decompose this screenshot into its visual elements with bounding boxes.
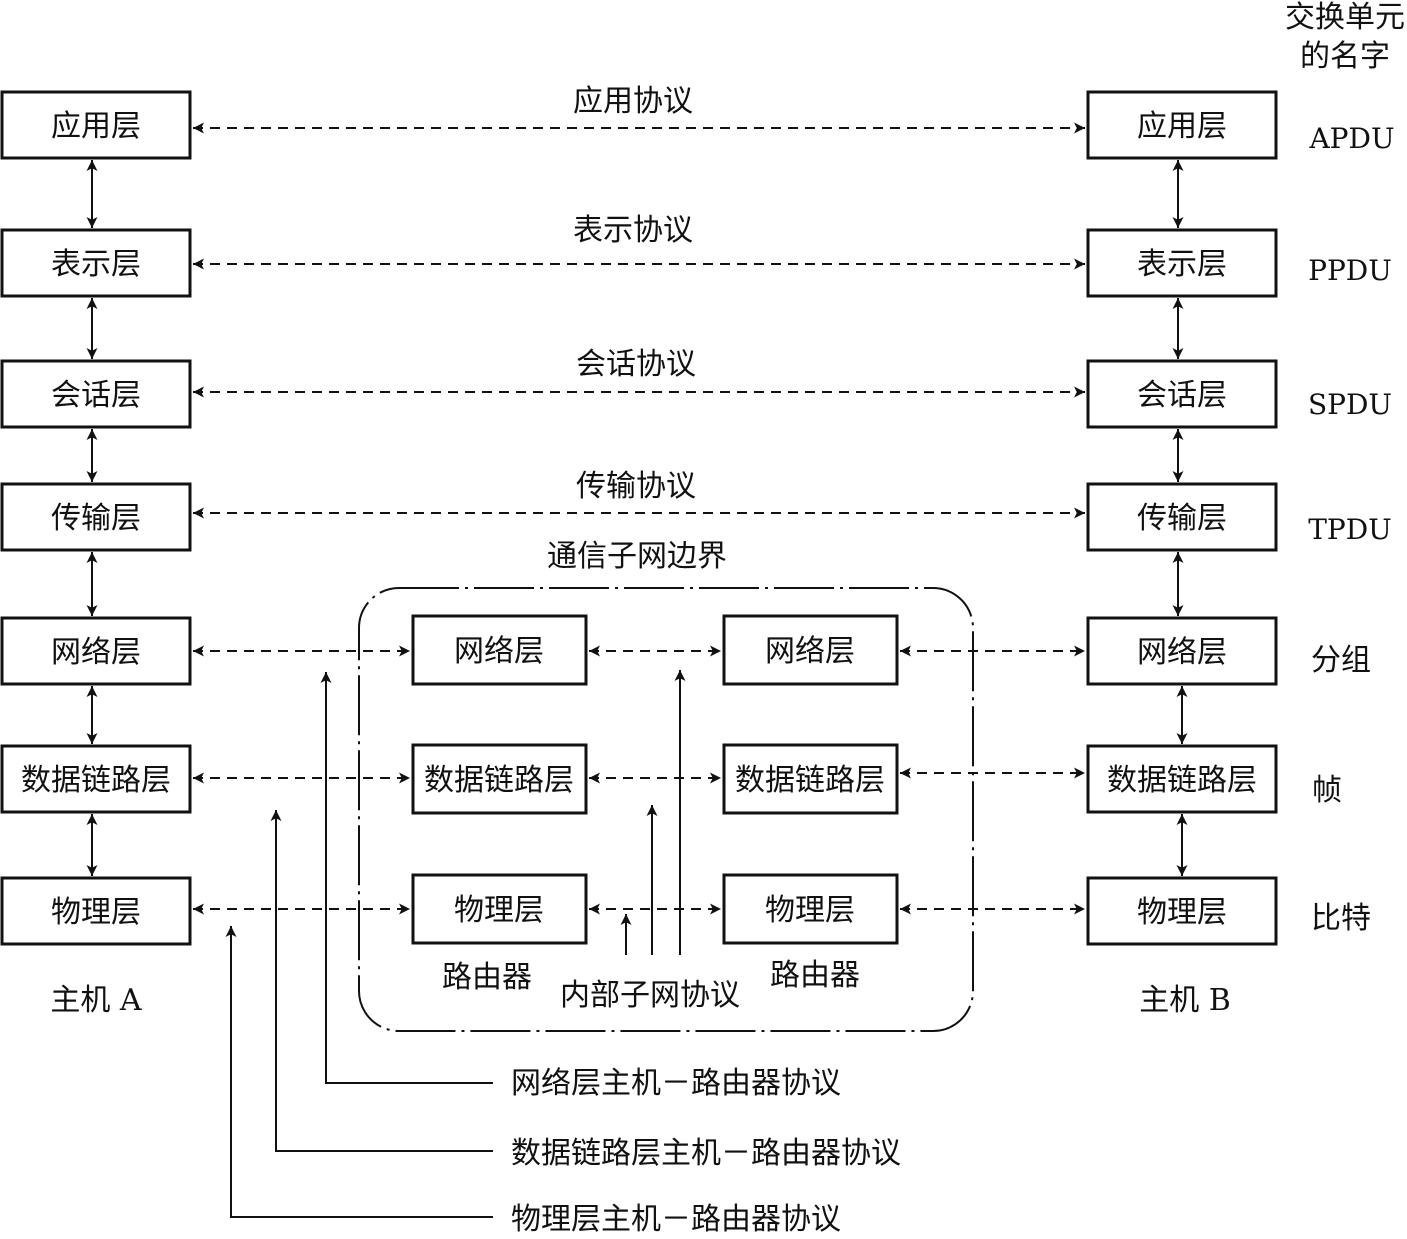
physical-host-router-leader	[225, 926, 493, 1218]
host-a-application-label: 应用层	[51, 109, 141, 144]
datalink-host-router-leader	[270, 810, 493, 1152]
subnet-boundary-title: 通信子网边界	[547, 539, 727, 574]
physical-host-router-protocol-label: 物理层主机－路由器协议	[511, 1202, 841, 1234]
router-2-datalink-label: 数据链路层	[735, 763, 885, 798]
host-b-vertical-arrows	[1172, 160, 1188, 876]
host-a-presentation-label: 表示层	[51, 247, 141, 282]
session-protocol-label: 会话协议	[576, 347, 696, 382]
host-b-network-label: 网络层	[1137, 635, 1227, 670]
host-a-datalink-box	[0, 744, 192, 814]
host-a-application-box	[0, 90, 192, 160]
router-2-label: 路由器	[770, 958, 860, 993]
router-2-physical-box	[722, 873, 899, 945]
host-a-network-box	[0, 616, 192, 686]
unit-tpdu: TPDU	[1308, 513, 1392, 546]
unit-spdu: SPDU	[1308, 388, 1392, 421]
router-1-datalink-box	[411, 743, 588, 815]
router-1-physical-box	[411, 873, 588, 945]
subnet-boundary: 通信子网边界	[358, 539, 974, 1032]
internal-subnet-pointers: 内部子网协议	[560, 670, 740, 1013]
host-b-label: 主机 B	[1139, 983, 1231, 1018]
unit-names: APDU PPDU SPDU TPDU 分组 帧 比特	[1308, 122, 1395, 936]
unit-name-header-line1: 交换单元	[1285, 0, 1405, 35]
network-host-router-leader	[320, 672, 493, 1084]
internal-subnet-protocol-label: 内部子网协议	[560, 978, 740, 1013]
lower-layer-links	[193, 645, 1085, 915]
router-1-physical-label: 物理层	[454, 893, 544, 928]
host-b-datalink-label: 数据链路层	[1107, 763, 1257, 798]
host-a-presentation-box	[0, 228, 192, 298]
unit-bit: 比特	[1311, 901, 1371, 936]
host-a-label: 主机 A	[50, 983, 142, 1018]
subnet-boundary-frame	[358, 587, 974, 1032]
router-2-network-box	[722, 614, 899, 686]
unit-frame: 帧	[1312, 773, 1342, 808]
network-host-router-protocol-label: 网络层主机－路由器协议	[511, 1066, 841, 1101]
router-2: 网络层 数据链路层 物理层 路由器	[722, 614, 899, 993]
host-b-network-box	[1086, 616, 1278, 686]
host-b-session-box	[1086, 359, 1278, 429]
host-a-transport-label: 传输层	[51, 501, 141, 536]
unit-name-header-line2: 的名字	[1300, 39, 1390, 74]
router-2-datalink-box	[722, 743, 899, 815]
transport-protocol-label: 传输协议	[576, 469, 696, 504]
router-1: 网络层 数据链路层 物理层 路由器	[411, 614, 588, 995]
host-b-session-label: 会话层	[1137, 378, 1227, 413]
host-a-session-label: 会话层	[51, 378, 141, 413]
host-a-transport-box	[0, 482, 192, 552]
host-b-application-label: 应用层	[1137, 109, 1227, 144]
host-b-application-box	[1086, 90, 1278, 160]
host-b-stack: 应用层 表示层 会话层 传输层 网络层 数据链路层 物理层 主机 B	[1086, 90, 1278, 1018]
application-protocol-label: 应用协议	[573, 84, 693, 119]
host-a-session-box	[0, 359, 192, 429]
router-1-network-box	[411, 614, 588, 686]
host-b-transport-box	[1086, 482, 1278, 552]
host-a-datalink-label: 数据链路层	[21, 763, 171, 798]
router-2-network-label: 网络层	[765, 634, 855, 669]
host-b-datalink-box	[1086, 744, 1278, 814]
host-a-network-label: 网络层	[51, 635, 141, 670]
router-1-network-label: 网络层	[454, 634, 544, 669]
presentation-protocol-label: 表示协议	[573, 213, 693, 248]
host-b-physical-box	[1086, 876, 1278, 946]
unit-apdu: APDU	[1308, 122, 1394, 155]
unit-packet: 分组	[1311, 643, 1371, 678]
unit-ppdu: PPDU	[1308, 254, 1392, 287]
datalink-host-router-protocol-label: 数据链路层主机－路由器协议	[511, 1136, 901, 1171]
host-b-presentation-box	[1086, 228, 1278, 298]
peer-protocols: 应用协议 表示协议 会话协议 传输协议	[193, 84, 1085, 519]
host-a-stack: 应用层 表示层 会话层 传输层 网络层 数据链路层 物理层 主机 A	[0, 90, 192, 1018]
host-router-protocol-leaders: 网络层主机－路由器协议 数据链路层主机－路由器协议 物理层主机－路由器协议	[225, 672, 901, 1237]
router-1-label: 路由器	[442, 960, 532, 995]
host-a-physical-box	[0, 876, 192, 946]
host-a-physical-label: 物理层	[51, 895, 141, 930]
host-b-transport-label: 传输层	[1137, 501, 1227, 536]
router-2-physical-label: 物理层	[765, 893, 855, 928]
router-1-datalink-label: 数据链路层	[424, 763, 574, 798]
host-b-presentation-label: 表示层	[1137, 247, 1227, 282]
host-b-physical-label: 物理层	[1137, 895, 1227, 930]
